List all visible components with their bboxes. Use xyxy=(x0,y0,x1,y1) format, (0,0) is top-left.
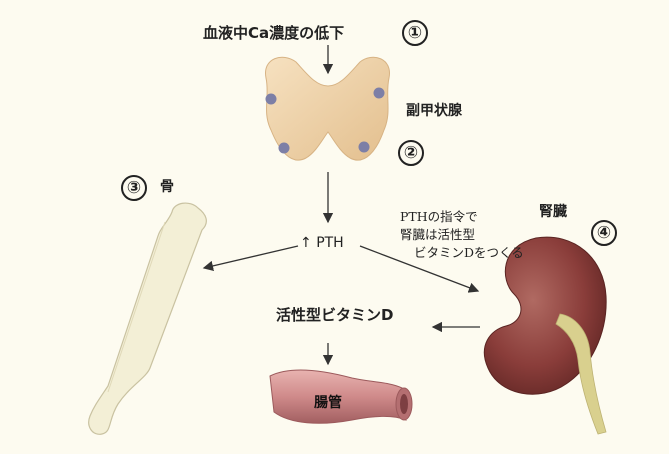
kidney-note-line-1: PTHの指令で xyxy=(400,208,524,226)
pth-hormone-label: ↑ PTH xyxy=(300,236,344,250)
bone-label: 骨 xyxy=(160,180,174,194)
gland-dot-lower-right xyxy=(359,142,370,153)
gland-dot-upper-left xyxy=(266,94,277,105)
step-3-badge: ③ xyxy=(121,175,147,201)
pth-increase-arrow: ↑ xyxy=(300,235,312,251)
intestine-label: 腸管 xyxy=(314,396,342,410)
parathyroid-label: 副甲状腺 xyxy=(406,104,462,118)
active-vitamin-d-label: 活性型ビタミンD xyxy=(276,308,393,323)
pth-text: PTH xyxy=(316,235,344,251)
bone-illustration xyxy=(89,203,207,434)
step-4-badge: ④ xyxy=(591,220,617,246)
kidney-label: 腎臓 xyxy=(539,205,567,219)
title-blood-ca-decrease: 血液中Ca濃度の低下 xyxy=(203,26,344,41)
arrow-pth-to-bone xyxy=(204,246,298,268)
step-2-badge: ② xyxy=(398,140,424,166)
gland-dot-upper-right xyxy=(374,88,385,99)
step-1-badge: ① xyxy=(402,20,428,46)
kidney-note-line-3: ビタミンDをつくる xyxy=(414,244,524,262)
gland-dot-lower-left xyxy=(279,143,290,154)
kidney-note-line-2: 腎臓は活性型 xyxy=(400,226,524,244)
kidney-illustration xyxy=(484,237,606,434)
kidney-note: PTHの指令で 腎臓は活性型 ビタミンDをつくる xyxy=(400,208,524,262)
